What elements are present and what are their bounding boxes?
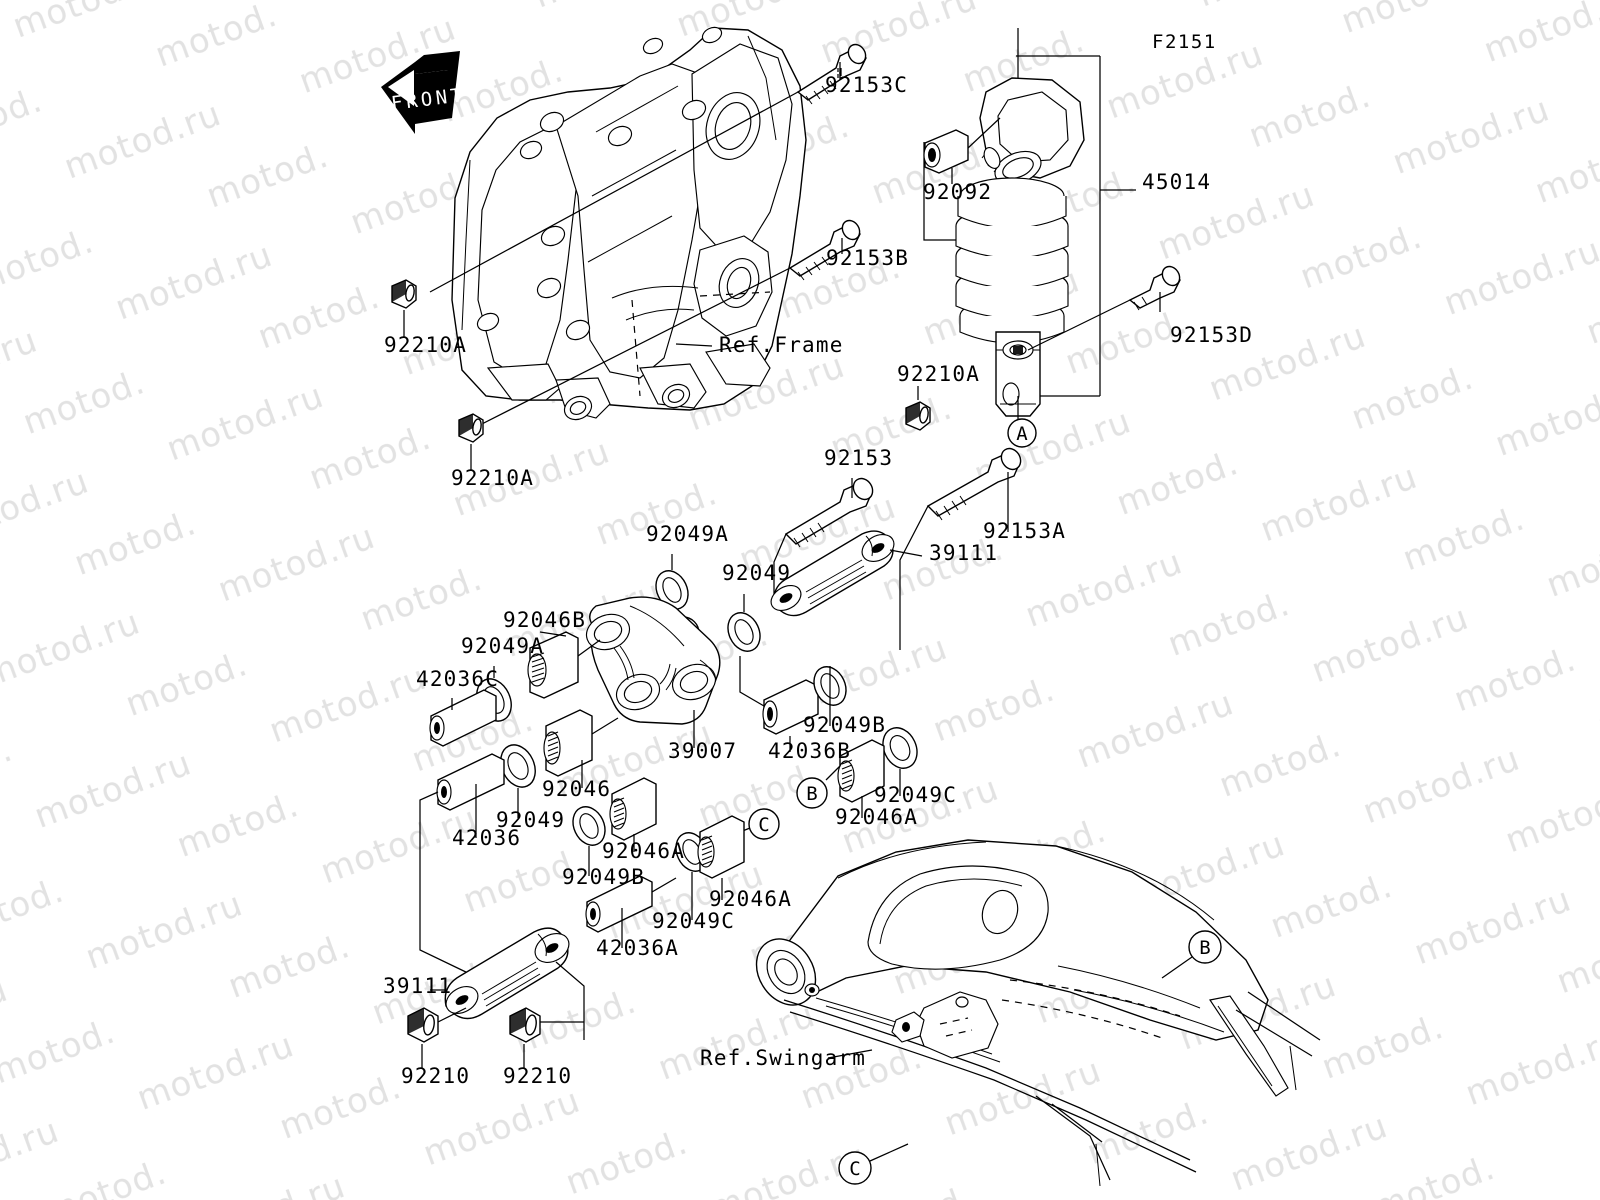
part-number-92049b: 92049B	[803, 713, 886, 737]
svg-text:B: B	[806, 783, 817, 805]
marker-c-swingarm: C	[838, 1143, 909, 1185]
part-number-92049c: 92049C	[874, 783, 957, 807]
part-number-42036b: 42036B	[768, 739, 851, 763]
part-number-92049: 92049	[722, 561, 791, 585]
part-number-92046a: 92046A	[835, 805, 918, 829]
part-number-92153c: 92153C	[825, 73, 908, 97]
collar-42036b	[739, 656, 819, 752]
part-number-42036: 42036	[452, 826, 521, 850]
collar-42036c	[429, 689, 497, 747]
front-direction-marker: FRONT	[381, 51, 467, 134]
nut-92210-2	[509, 1007, 584, 1068]
svg-text:A: A	[1016, 423, 1028, 445]
part-number-92210: 92210	[401, 1064, 470, 1088]
nut-92210-1	[407, 1007, 467, 1068]
part-number-42036c: 42036C	[416, 667, 499, 691]
nut-92210a-2	[458, 413, 484, 470]
part-number-92153b: 92153B	[826, 246, 909, 270]
ref-swingarm-label: Ref.Swingarm	[700, 1046, 866, 1070]
ref-frame-label: Ref.Frame	[719, 333, 844, 357]
part-number-92049a: 92049A	[646, 522, 729, 546]
nut-92210a-1	[391, 279, 417, 338]
oil-seal-92049-upper	[727, 594, 761, 652]
nut-92210a-3	[905, 386, 931, 431]
collar-42036	[419, 753, 505, 975]
part-number-39007: 39007	[668, 739, 737, 763]
part-number-92046a: 92046A	[602, 839, 685, 863]
part-number-92049a: 92049A	[461, 634, 544, 658]
part-number-92210a: 92210A	[897, 362, 980, 386]
tie-rod-39111-lower	[430, 927, 585, 1040]
part-number-45014: 45014	[1142, 170, 1211, 194]
rocker-arm-39007	[585, 596, 721, 748]
svg-text:B: B	[1199, 937, 1210, 959]
part-number-92210a: 92210A	[451, 466, 534, 490]
part-number-92046: 92046	[542, 777, 611, 801]
part-number-92092: 92092	[923, 180, 992, 204]
part-number-92049c: 92049C	[652, 909, 735, 933]
part-number-92049b: 92049B	[562, 865, 645, 889]
part-number-92046a: 92046A	[709, 887, 792, 911]
shock-absorber-45014	[923, 28, 1136, 417]
part-number-92153d: 92153D	[1170, 323, 1253, 347]
part-number-42036a: 42036A	[596, 936, 679, 960]
part-number-92153: 92153	[824, 446, 893, 470]
part-number-39111: 39111	[383, 974, 452, 998]
marker-b-bearing: B	[796, 777, 828, 809]
frame-assembly-drawing	[451, 26, 807, 421]
part-number-39111: 39111	[929, 541, 998, 565]
part-number-92046b: 92046B	[503, 608, 586, 632]
part-number-92210: 92210	[503, 1064, 572, 1088]
swingarm-drawing	[755, 839, 1321, 1187]
catalog-code: F2151	[1152, 31, 1217, 53]
svg-text:C: C	[758, 814, 769, 836]
svg-text:C: C	[849, 1158, 860, 1180]
part-number-92210a: 92210A	[384, 333, 467, 357]
part-number-92153a: 92153A	[983, 519, 1066, 543]
